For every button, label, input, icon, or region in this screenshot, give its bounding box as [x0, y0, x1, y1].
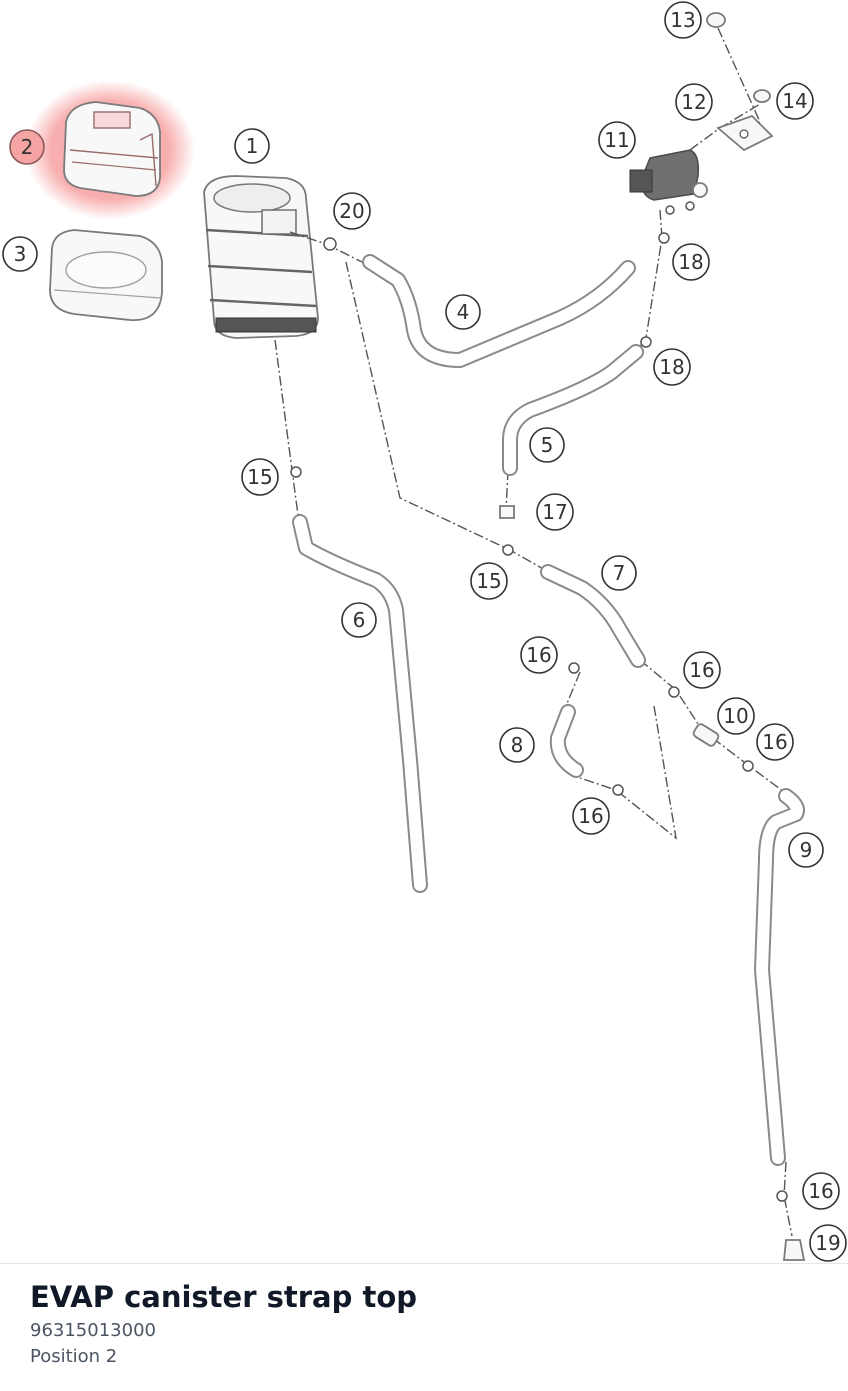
callout-10[interactable]: 10: [717, 697, 755, 735]
svg-text:16: 16: [578, 804, 603, 828]
callout-16b[interactable]: 16: [683, 651, 721, 689]
svg-text:16: 16: [526, 643, 551, 667]
clamps: [290, 201, 788, 1202]
svg-text:13: 13: [670, 8, 695, 32]
clamp-20: [323, 237, 337, 251]
bracket-12[interactable]: [716, 114, 774, 152]
svg-text:14: 14: [782, 89, 807, 113]
nut-14[interactable]: [753, 89, 771, 103]
callout-12[interactable]: 12: [675, 83, 713, 121]
svg-text:15: 15: [247, 465, 272, 489]
clamp-15b: [502, 544, 514, 556]
svg-text:6: 6: [353, 608, 366, 632]
svg-text:20: 20: [339, 199, 364, 223]
callout-9[interactable]: 9: [788, 832, 824, 868]
callout-17[interactable]: 17: [536, 493, 574, 531]
callout-18a[interactable]: 18: [672, 243, 710, 281]
callout-4[interactable]: 4: [445, 294, 481, 330]
svg-text:9: 9: [800, 838, 813, 862]
callout-15a[interactable]: 15: [241, 458, 279, 496]
hose-8[interactable]: [549, 704, 584, 778]
callout-18b[interactable]: 18: [653, 348, 691, 386]
svg-text:5: 5: [541, 433, 554, 457]
svg-text:11: 11: [604, 128, 629, 152]
hose-4[interactable]: [362, 254, 636, 368]
callout-14[interactable]: 14: [776, 82, 814, 120]
callout-16a[interactable]: 16: [520, 636, 558, 674]
clamp-18b: [640, 336, 652, 348]
bolt-13[interactable]: [706, 12, 726, 28]
svg-text:18: 18: [678, 250, 703, 274]
callout-2[interactable]: 2: [9, 129, 45, 165]
part-evap-canister[interactable]: [203, 175, 319, 339]
callout-19[interactable]: 19: [809, 1224, 847, 1262]
part-position: Position 2: [30, 1346, 118, 1367]
part-info-panel: EVAP canister strap top 96315013000 Posi…: [0, 1263, 848, 1391]
purge-valve-11[interactable]: [629, 149, 708, 201]
clamp-16e: [776, 1190, 788, 1202]
clamp-16a: [568, 662, 580, 674]
callout-15b[interactable]: 15: [470, 562, 508, 600]
callout-6[interactable]: 6: [341, 602, 377, 638]
fitting-17[interactable]: [499, 505, 515, 519]
callout-11[interactable]: 11: [598, 121, 636, 159]
svg-text:4: 4: [457, 300, 470, 324]
svg-text:15: 15: [476, 569, 501, 593]
svg-text:8: 8: [511, 733, 524, 757]
clamp-15a: [290, 466, 302, 478]
callout-7[interactable]: 7: [601, 555, 637, 591]
clamp-16b: [668, 686, 680, 698]
connector-10[interactable]: [692, 723, 720, 748]
clamp-18a: [658, 232, 670, 244]
hose-9[interactable]: [754, 788, 805, 1166]
clamp-16c: [742, 760, 754, 772]
part-title: EVAP canister strap top: [30, 1280, 418, 1314]
svg-text:7: 7: [613, 561, 626, 585]
callout-16e[interactable]: 16: [802, 1172, 840, 1210]
hose-6[interactable]: [292, 514, 428, 893]
part-canister-strap-top[interactable]: [63, 101, 161, 197]
hose-7[interactable]: [540, 564, 646, 668]
callout-5[interactable]: 5: [529, 427, 565, 463]
svg-text:3: 3: [14, 242, 27, 266]
clamp-16d: [612, 784, 624, 796]
svg-text:18: 18: [659, 355, 684, 379]
svg-text:12: 12: [681, 90, 706, 114]
svg-text:16: 16: [762, 730, 787, 754]
callout-8[interactable]: 8: [499, 727, 535, 763]
svg-text:10: 10: [723, 704, 748, 728]
callout-13[interactable]: 13: [664, 1, 702, 39]
svg-text:2: 2: [21, 135, 34, 159]
callout-16c[interactable]: 16: [756, 723, 794, 761]
callout-20[interactable]: 20: [333, 192, 371, 230]
fitting-19[interactable]: [783, 1239, 806, 1261]
parts-diagram: 1 2 3 4 5 6 7 8 9 10 11 12 13 14 15 15 1: [2, 1, 847, 1262]
svg-text:16: 16: [808, 1179, 833, 1203]
hose-5[interactable]: [502, 344, 644, 476]
callout-1[interactable]: 1: [234, 128, 270, 164]
svg-text:19: 19: [815, 1231, 840, 1255]
svg-text:16: 16: [689, 658, 714, 682]
callout-16d[interactable]: 16: [572, 797, 610, 835]
svg-text:17: 17: [542, 500, 567, 524]
part-canister-strap-bottom[interactable]: [49, 229, 163, 321]
callout-3[interactable]: 3: [2, 236, 38, 272]
part-number: 96315013000: [30, 1320, 156, 1341]
svg-text:1: 1: [246, 134, 259, 158]
